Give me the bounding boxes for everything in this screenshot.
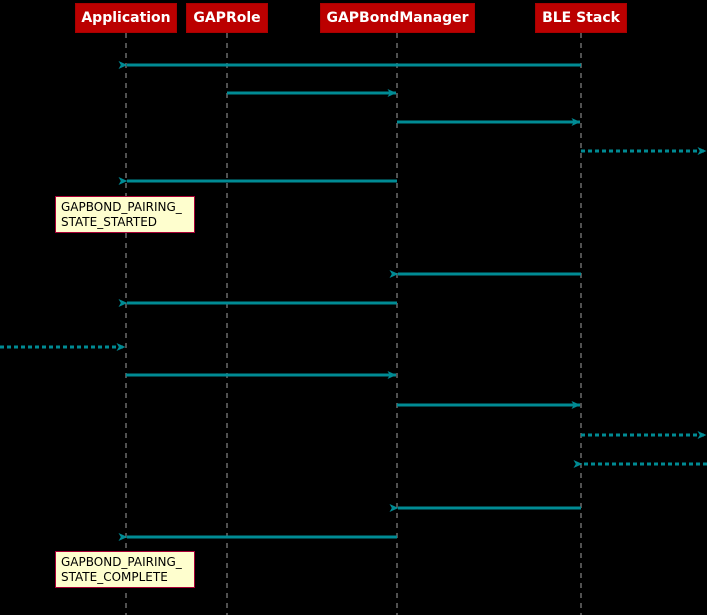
lifelines-group <box>125 33 582 615</box>
note-pairing-started: GAPBOND_PAIRING_ STATE_STARTED <box>55 196 195 233</box>
participant-application[interactable]: Application <box>75 3 177 33</box>
participant-gaprole[interactable]: GAPRole <box>186 3 268 33</box>
note-pairing-complete: GAPBOND_PAIRING_ STATE_COMPLETE <box>55 551 195 588</box>
participant-gapbondmanager[interactable]: GAPBondManager <box>320 3 475 33</box>
participant-blestack[interactable]: BLE Stack <box>535 3 627 33</box>
messages-group <box>0 60 707 542</box>
